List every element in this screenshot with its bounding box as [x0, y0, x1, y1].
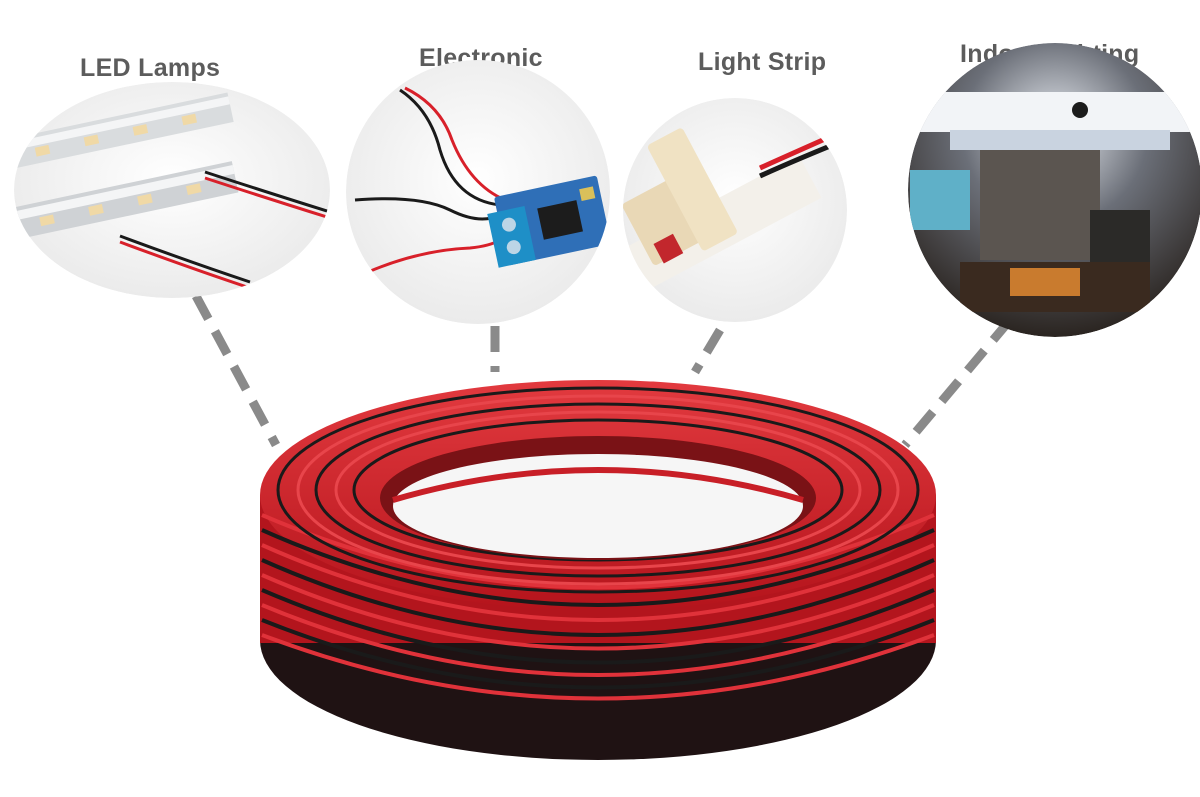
connector-line-strip — [691, 327, 724, 375]
led-lamps-bubble — [14, 82, 330, 298]
indoor-lighting-bubble — [908, 43, 1200, 337]
connector-lines — [192, 293, 1014, 448]
electronic-bubble — [346, 60, 610, 324]
label-light-strip: Light Strip — [698, 48, 827, 76]
label-led-lamps: LED Lamps — [80, 54, 221, 82]
connector-line-indoor — [901, 317, 1014, 448]
connector-line-led — [192, 293, 280, 448]
wire-coil — [260, 380, 936, 760]
light-strip-bubble — [623, 98, 847, 322]
